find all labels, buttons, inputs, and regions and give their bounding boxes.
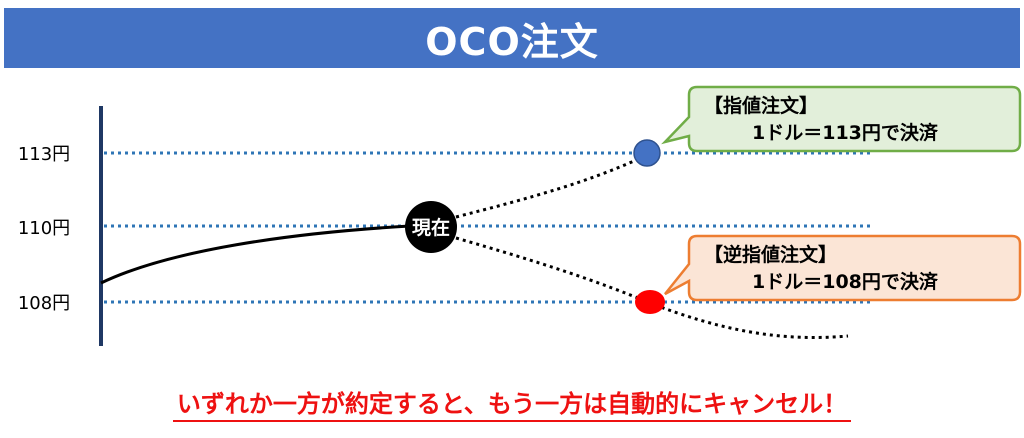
- projected-path-up: [455, 153, 648, 219]
- axis-label-110: 110円: [18, 218, 70, 239]
- limit-order-heading: 【指値注文】: [704, 94, 818, 117]
- page-title: OCO注文: [425, 19, 599, 64]
- footer-note: いずれか一方が約定すると、もう一方は自動的にキャンセル！: [172, 390, 852, 422]
- footer: いずれか一方が約定すると、もう一方は自動的にキャンセル！: [0, 384, 1024, 422]
- limit-order-body: 1ドル＝113円で決済: [752, 121, 939, 144]
- current-price-marker: [405, 201, 457, 253]
- axis-label-108: 108円: [18, 293, 70, 314]
- stop-order-callout: [664, 234, 1022, 302]
- current-price-label: 現在: [412, 216, 450, 239]
- limit-order-dot: [633, 139, 661, 167]
- stop-order-body: 1ドル＝108円で決済: [752, 270, 939, 293]
- limit-order-callout: [661, 85, 1022, 153]
- stop-order-dot: [635, 290, 665, 314]
- price-history-curve: [100, 224, 411, 285]
- title-bar: OCO注文: [4, 8, 1020, 68]
- axis-label-113: 113円: [18, 144, 70, 165]
- stop-order-heading: 【逆指値注文】: [704, 243, 837, 266]
